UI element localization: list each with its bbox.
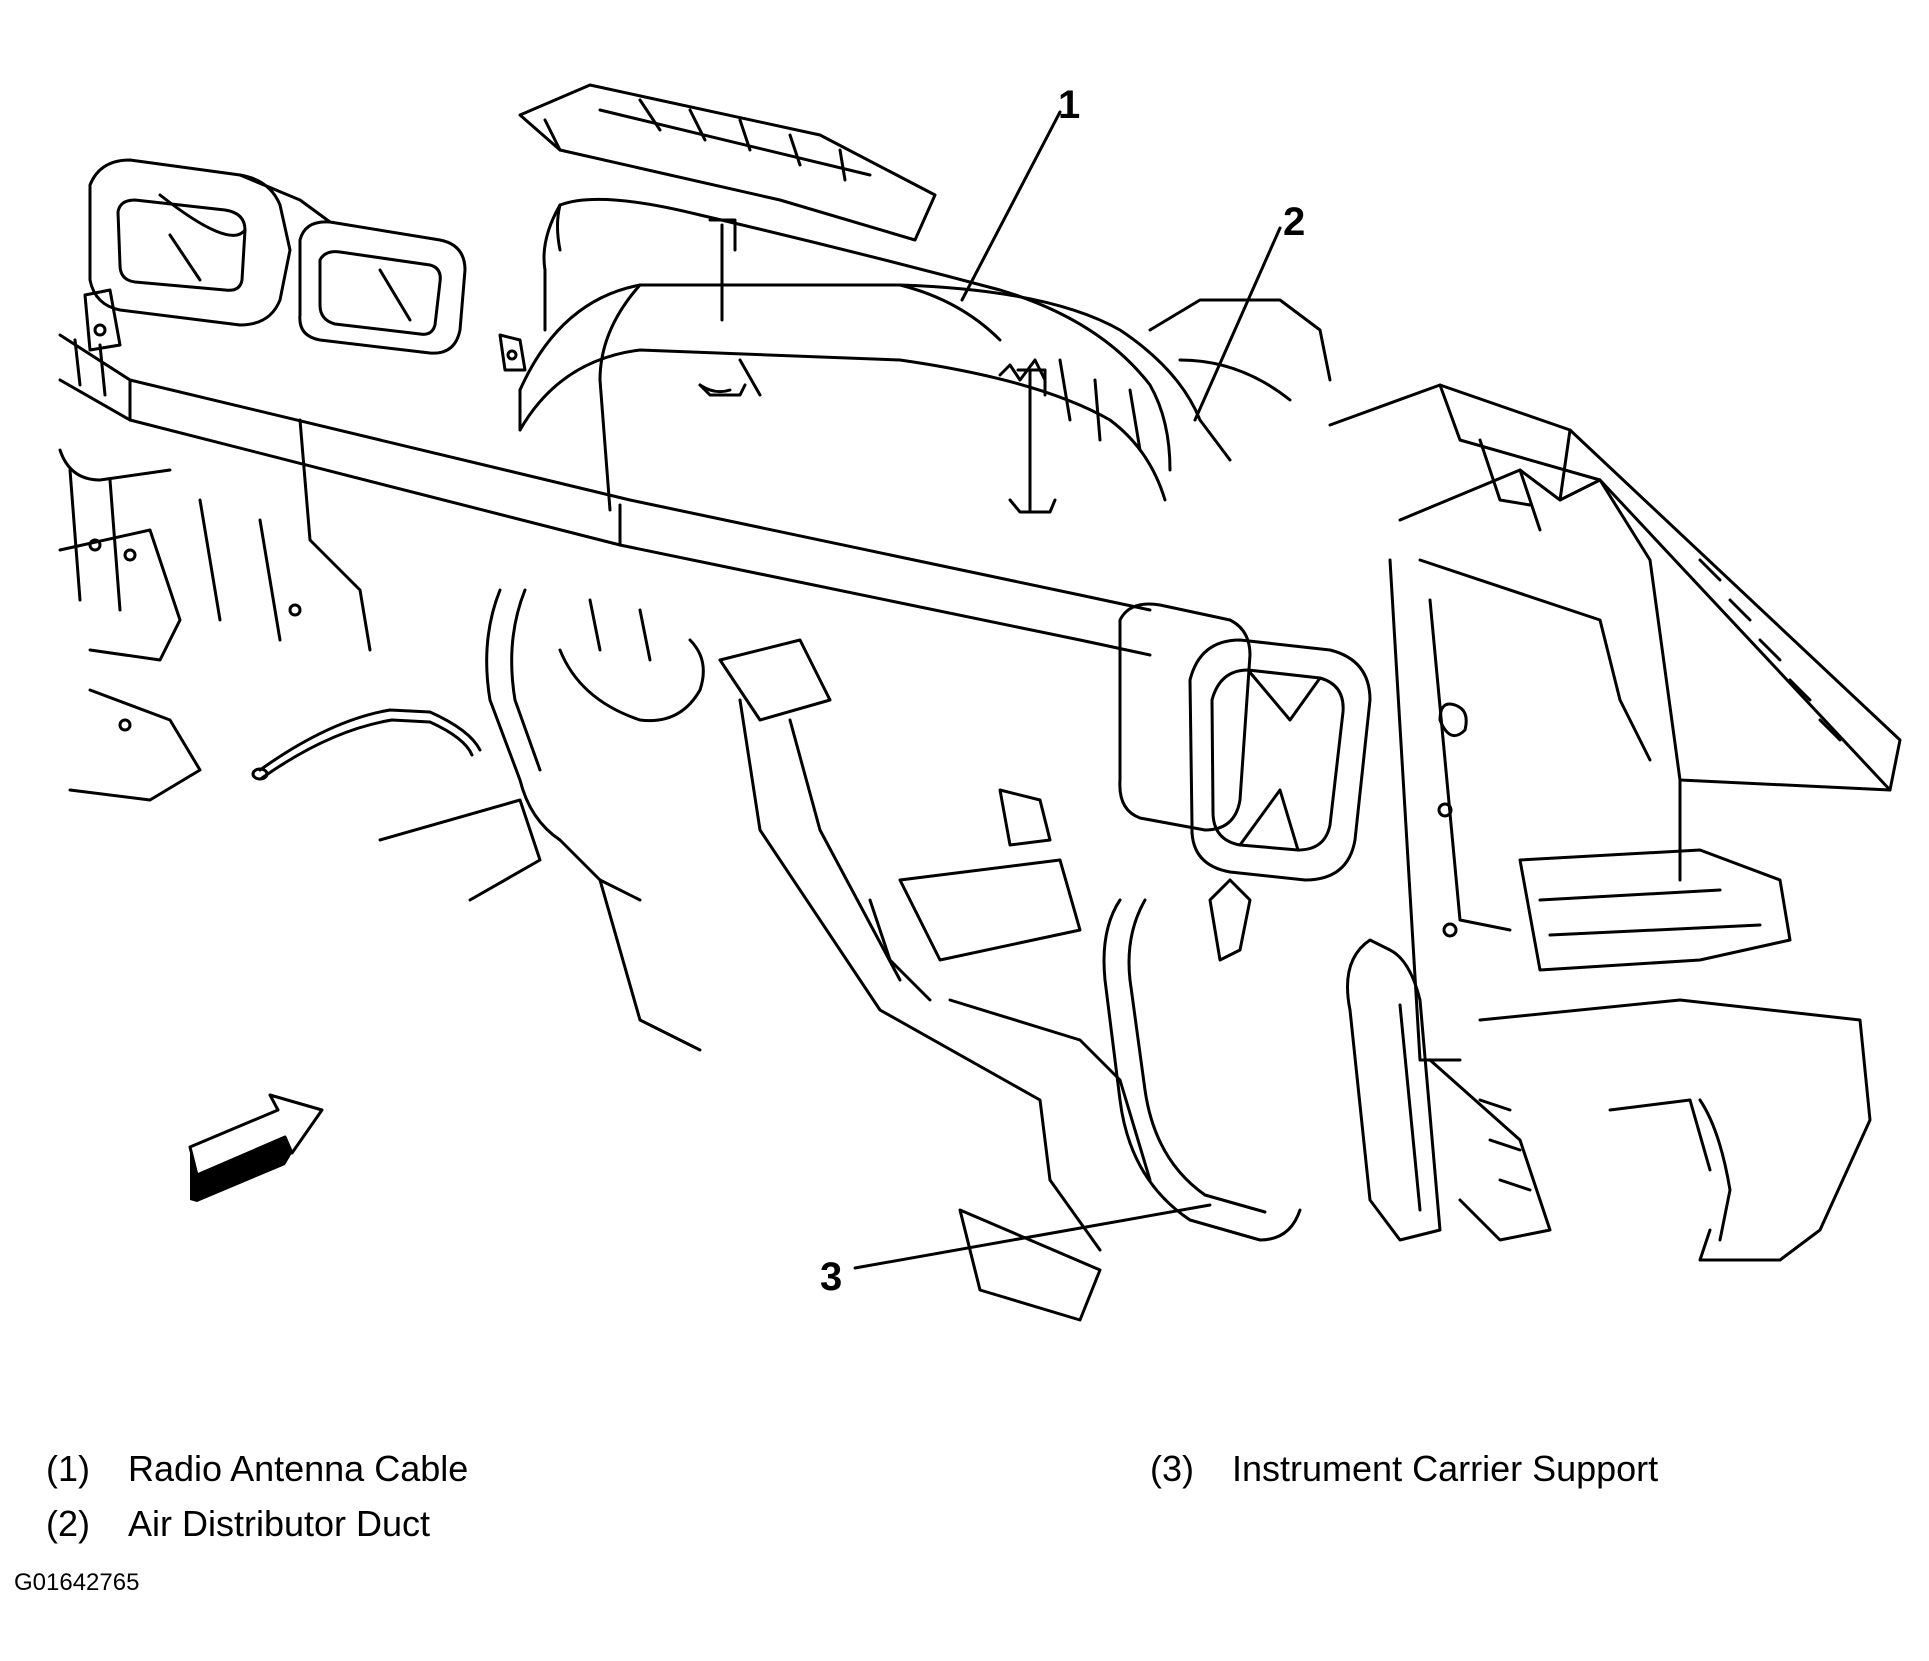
leader-lines bbox=[853, 110, 1282, 1270]
cross-car-beam bbox=[58, 288, 1152, 657]
legend-label-3: Instrument Carrier Support bbox=[1232, 1448, 1659, 1489]
left-outlet-housing bbox=[88, 158, 467, 355]
legend-num-1: (1) bbox=[46, 1448, 90, 1489]
air-distributor-duct bbox=[518, 283, 1332, 512]
legend-item-3: (3) Instrument Carrier Support bbox=[1150, 1448, 1658, 1490]
legend-num-3: (3) bbox=[1150, 1448, 1194, 1489]
leader-line-2 bbox=[1193, 226, 1282, 422]
callout-2: 2 bbox=[1283, 200, 1305, 244]
callout-3: 3 bbox=[820, 1255, 842, 1299]
leader-line-3 bbox=[853, 1203, 1212, 1270]
view-direction-arrow bbox=[188, 1093, 324, 1202]
figure-id: G01642765 bbox=[14, 1569, 140, 1596]
callout-1: 1 bbox=[1058, 83, 1080, 127]
lower-structure bbox=[58, 418, 1152, 1322]
hvac-module bbox=[1328, 383, 1902, 1262]
instrument-carrier-support bbox=[1102, 878, 1552, 1242]
radio-antenna-cable bbox=[251, 197, 1172, 781]
right-outlet bbox=[1118, 602, 1372, 882]
defroster-grille bbox=[518, 83, 937, 242]
legend-num-2: (2) bbox=[46, 1503, 90, 1544]
legend-label-2: Air Distributor Duct bbox=[128, 1503, 431, 1544]
legend-label-1: Radio Antenna Cable bbox=[128, 1448, 469, 1489]
legend-item-2: (2) Air Distributor Duct bbox=[46, 1503, 430, 1545]
legend-item-1: (1) Radio Antenna Cable bbox=[46, 1448, 468, 1490]
leader-line-1 bbox=[960, 110, 1062, 302]
